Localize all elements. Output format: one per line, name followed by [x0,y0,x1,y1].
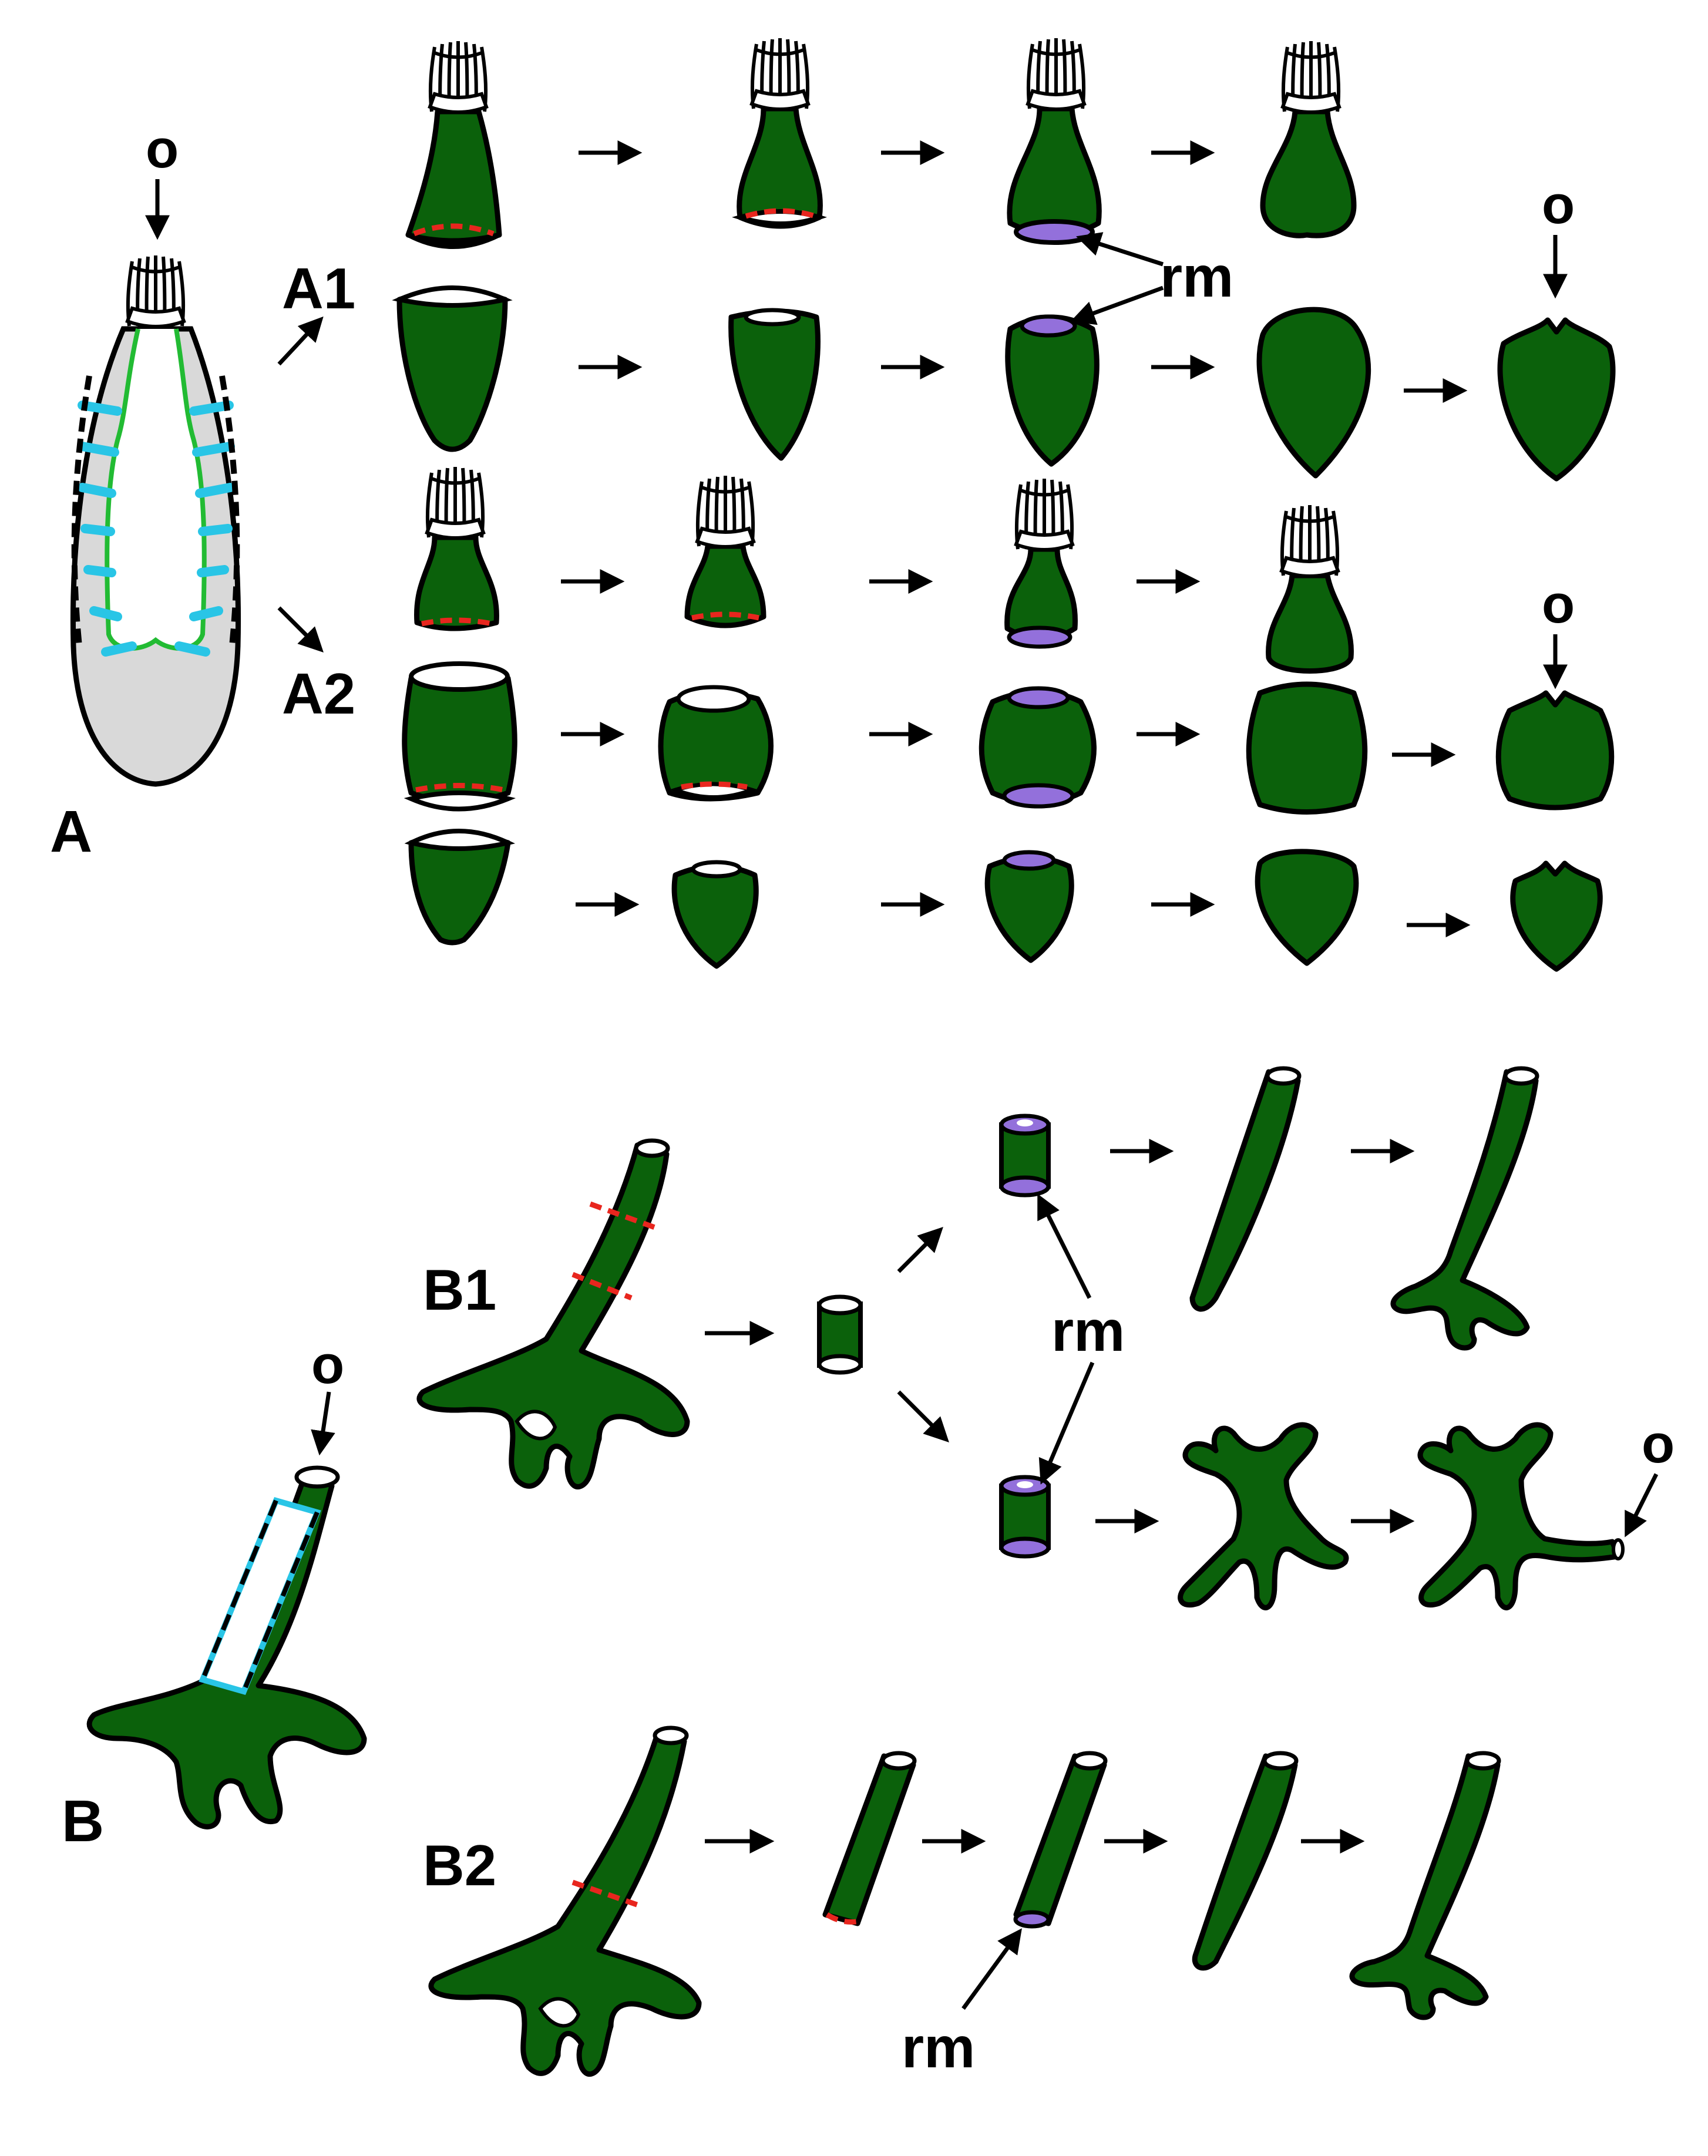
panel-label-b: B [62,1788,104,1854]
rm-arrow-upper [1076,232,1164,267]
a1-bottom-stage-4 [1256,307,1371,479]
arrow-o-b1 [1625,1473,1659,1538]
rm-arrow-b1-upper [1037,1193,1092,1299]
a1-bottom-stage-1 [392,285,513,452]
a1-top-stage-2 [732,38,828,229]
a1-top-stage-1 [405,41,502,249]
b1-upper-stage-1 [999,1114,1051,1198]
a1-top-stage-4 [1260,41,1357,238]
b1-upper-stage-2 [1189,1066,1302,1312]
a2-top-stage-3 [1004,479,1078,649]
a2-top-stage-1 [414,467,499,631]
rm-arrow-lower [1070,285,1164,325]
a2-middle-stage-4 [1246,681,1368,815]
label-o-a1: o [1542,175,1575,235]
b1-lower-stage-3 [1417,1422,1625,1610]
panel-a-section: o A A1 A2 [50,38,1616,972]
row-label-b2: B2 [423,1833,496,1898]
panel-label-a: A [50,799,92,865]
b1-upper-stage-3 [1390,1066,1539,1351]
b2-stage-3 [1192,1751,1299,1971]
label-o-a: o [146,119,179,179]
polyp-a [70,255,241,787]
b2-stage-1 [822,1751,917,1926]
label-o-a2: o [1542,574,1575,634]
a2-bottom-stage-5 [1510,860,1603,972]
b2-colony [428,1726,702,2077]
label-rm-b1: rm [1051,1299,1125,1363]
b2-stage-2 [1013,1751,1108,1929]
arrow-branch-up [897,1227,943,1273]
polyp-b [86,1465,367,1829]
b1-colony [416,1138,690,1489]
a2-middle-stage-5 [1495,690,1615,810]
row-label-a1: A1 [282,256,355,321]
a2-middle-stage-2 [658,685,774,802]
label-o-b1: o [1642,1414,1675,1474]
panel-b-section: o B B1 rm [62,1066,1675,2080]
row-label-b1: B1 [423,1257,496,1322]
arrow-to-a2 [277,606,324,652]
rm-arrow-b2 [961,1928,1022,2010]
rm-arrow-b1-lower [1038,1361,1095,1485]
label-rm-a1: rm [1160,244,1233,309]
a2-top-stage-2 [684,476,766,628]
arrow-branch-down [897,1390,949,1442]
arrow-o-b [311,1391,335,1456]
label-o-b: o [311,1335,344,1395]
b2-stage-4 [1349,1751,1501,2020]
a2-bottom-stage-1 [404,829,516,946]
a1-top-stage-3 [1007,38,1102,245]
a2-top-stage-4 [1266,505,1354,674]
b1-fragment [817,1294,863,1375]
a2-bottom-stage-3 [984,850,1074,963]
a2-bottom-stage-2 [671,860,759,969]
a1-bottom-stage-5 [1497,317,1616,482]
a1-bottom-stage-3 [1005,314,1100,467]
arrow-to-a1 [277,316,324,366]
a2-middle-stage-1 [402,661,517,812]
b1-lower-stage-2 [1178,1422,1349,1610]
row-label-a2: A2 [282,661,355,726]
label-rm-b2: rm [902,2015,975,2080]
b1-lower-stage-1 [999,1475,1051,1559]
a2-bottom-stage-4 [1255,849,1359,966]
a1-bottom-stage-2 [728,308,821,461]
a2-middle-stage-3 [979,686,1097,809]
